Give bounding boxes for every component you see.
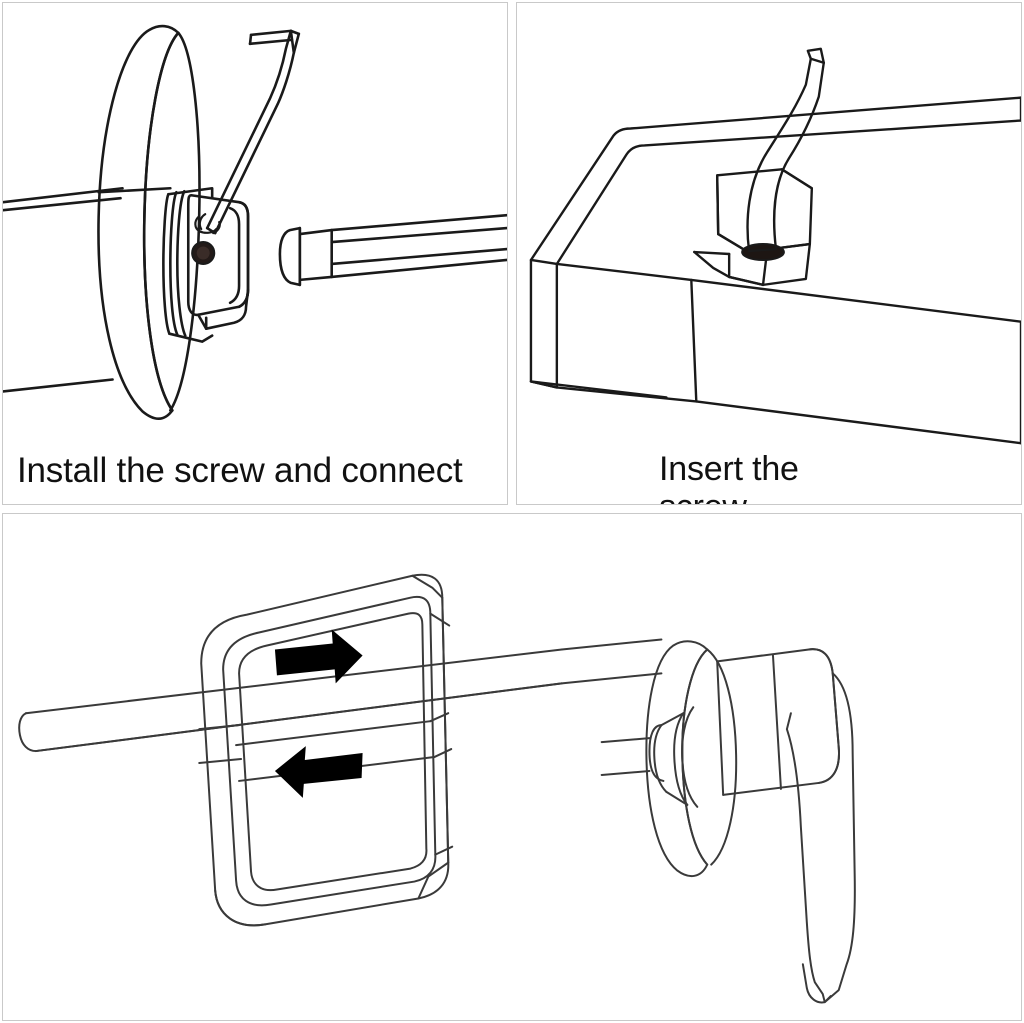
screw-hole (191, 240, 216, 266)
rosette-plate (645, 640, 738, 878)
rod-through-frame (198, 724, 243, 765)
spindle-rod (278, 213, 507, 287)
spindle-rod (18, 638, 663, 753)
panel-2-artwork (529, 47, 1021, 445)
mounting-bracket (97, 186, 214, 343)
instruction-panel-2: Insert the screw to the D-handle (516, 2, 1022, 505)
arrow-right (274, 629, 363, 684)
instruction-panel-1: Install the screw and connect the handle (2, 2, 508, 505)
screw-boss (186, 193, 250, 330)
lever-neck (716, 648, 840, 796)
oval-rosette-plate (97, 24, 201, 421)
allen-key (205, 29, 301, 235)
spindle-collar (653, 706, 699, 808)
panel-1-artwork (3, 24, 507, 421)
lever-arm (785, 672, 856, 1004)
door-leaf-edge (3, 186, 124, 393)
d-handle-rail (529, 96, 1021, 445)
panel-3-artwork (18, 573, 856, 1004)
instruction-panel-3: Adjuste the D-Handle accordingly (2, 513, 1022, 1021)
arrow-left (274, 746, 363, 798)
rod-stub (600, 724, 665, 782)
d-handle-frame (200, 573, 454, 927)
bent-screw-shaft (746, 47, 825, 253)
